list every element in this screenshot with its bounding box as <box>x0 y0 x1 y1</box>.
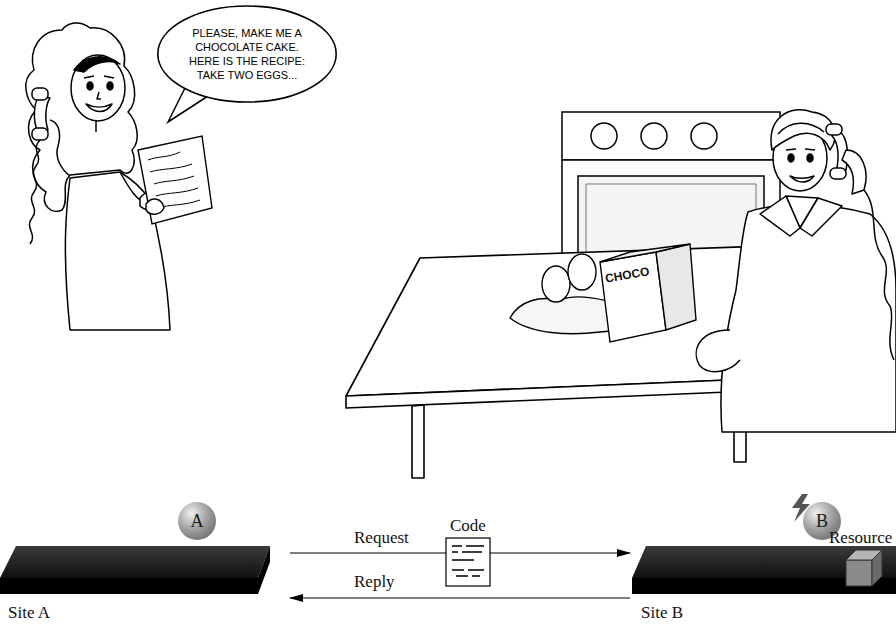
baker-woman <box>800 198 842 236</box>
kitchen-table <box>346 378 776 408</box>
baker-woman <box>696 110 896 432</box>
baker-woman <box>790 176 814 182</box>
kitchen-table <box>346 246 776 396</box>
site-letter: A <box>191 511 204 531</box>
resource-label: Resource <box>829 528 892 548</box>
baker-woman <box>842 150 866 194</box>
site-letter: B <box>816 511 828 531</box>
caller-woman <box>74 57 120 72</box>
speech-bubble-outline <box>156 4 338 104</box>
code-document <box>446 538 490 586</box>
baker-woman <box>807 154 813 162</box>
ingredients <box>656 244 696 330</box>
arrow-label: Request <box>352 528 411 548</box>
caller-woman <box>86 104 112 112</box>
baker-woman <box>696 330 740 372</box>
baker-woman <box>788 154 794 162</box>
recipe-paper <box>138 136 212 224</box>
baker-woman <box>778 123 824 134</box>
resource-cube <box>872 550 882 586</box>
speech-text: PLEASE, MAKE ME A CHOCOLATE CAKE. HERE I… <box>183 26 311 82</box>
site-platform <box>0 546 270 594</box>
site-agent-sphere: A <box>178 502 216 540</box>
caller-woman <box>95 120 97 132</box>
document-label: Code <box>450 516 486 536</box>
recipe-paper <box>146 199 164 214</box>
caller-woman <box>107 82 113 90</box>
baker-woman <box>830 168 846 179</box>
ingredients <box>600 252 666 342</box>
site-platform <box>632 546 896 594</box>
code-document <box>446 538 490 586</box>
caller-woman <box>32 88 48 100</box>
site-platform <box>0 546 270 578</box>
oven <box>591 123 617 149</box>
site-platform <box>0 578 258 594</box>
oven <box>641 123 667 149</box>
oven <box>691 123 717 149</box>
kitchen-table <box>412 405 424 478</box>
message-arrow <box>290 597 630 598</box>
resource-cube <box>846 550 882 586</box>
baker-woman <box>826 124 842 135</box>
speech-bubble: PLEASE, MAKE ME A CHOCOLATE CAKE. HERE I… <box>156 4 338 104</box>
caller-woman <box>87 82 93 90</box>
caller-woman <box>97 92 101 99</box>
ingredients <box>542 266 570 302</box>
ingredients <box>510 244 696 342</box>
caller-woman <box>71 55 125 121</box>
caller-woman <box>84 76 114 78</box>
kitchen-table <box>346 246 776 478</box>
speech-bubble-outline <box>158 6 336 102</box>
baker-woman <box>760 196 800 236</box>
recipe-paper <box>138 136 212 224</box>
ingredients <box>600 244 690 262</box>
arrow-label: Reply <box>352 572 397 592</box>
caller-woman <box>32 128 48 140</box>
ingredients <box>568 254 596 290</box>
resource-cube <box>846 560 872 586</box>
oven <box>562 112 780 160</box>
site-label: Site B <box>641 603 683 623</box>
baker-woman <box>786 149 815 150</box>
baker-woman <box>864 190 894 360</box>
site-platform <box>258 546 270 594</box>
caller-woman <box>50 120 70 176</box>
site-label: Site A <box>8 603 50 623</box>
caller-woman <box>34 96 50 132</box>
caller-woman <box>29 140 40 244</box>
baker-woman <box>721 205 896 432</box>
code-document <box>452 546 484 576</box>
